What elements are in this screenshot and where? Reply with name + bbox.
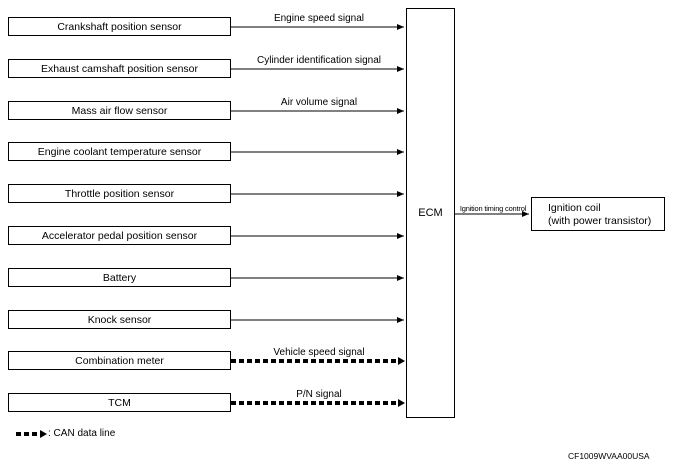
signal-label: Cylinder identification signal: [257, 55, 381, 66]
can-legend-arrowhead: [40, 430, 47, 438]
sensor-label: TCM: [108, 396, 131, 409]
sensor-box: Battery: [8, 268, 231, 287]
sensor-box: Throttle position sensor: [8, 184, 231, 203]
sensor-label: Throttle position sensor: [64, 187, 175, 200]
sensor-label: Combination meter: [75, 354, 164, 367]
sensor-box: TCM: [8, 393, 231, 412]
reference-code: CF1009WVAA00USA: [568, 451, 650, 461]
can-arrowhead: [398, 399, 405, 407]
sensor-box: Accelerator pedal position sensor: [8, 226, 231, 245]
sensor-label: Battery: [102, 271, 137, 284]
sensor-box: Mass air flow sensor: [8, 101, 231, 120]
sensor-box: Knock sensor: [8, 310, 231, 329]
ignition-coil-label: Ignition coil: [548, 202, 601, 214]
sensor-label: Knock sensor: [87, 313, 152, 326]
signal-label: Air volume signal: [280, 97, 358, 108]
can-legend-label: : CAN data line: [48, 428, 116, 439]
ignition-coil-box: Ignition coil (with power transistor): [531, 197, 665, 231]
sensor-box: Combination meter: [8, 351, 231, 370]
sensor-label: Engine coolant temperature sensor: [37, 145, 202, 158]
power-transistor-label: (with power transistor): [548, 215, 652, 227]
sensor-box: Exhaust camshaft position sensor: [8, 59, 231, 78]
sensor-label: Crankshaft position sensor: [57, 20, 182, 33]
sensor-label: Mass air flow sensor: [71, 104, 168, 117]
signal-label: Engine speed signal: [273, 13, 365, 24]
sensor-box: Crankshaft position sensor: [8, 17, 231, 36]
signal-label: Vehicle speed signal: [273, 347, 365, 358]
ecm-box: ECM: [406, 8, 455, 418]
ignition-timing-control-label: Ignition timing control: [459, 204, 527, 213]
sensor-box: Engine coolant temperature sensor: [8, 142, 231, 161]
ecm-label: ECM: [418, 207, 443, 219]
signal-label: P/N signal: [296, 389, 342, 400]
sensor-label: Exhaust camshaft position sensor: [41, 62, 198, 75]
can-arrowhead: [398, 357, 405, 365]
sensor-label: Accelerator pedal position sensor: [41, 229, 198, 242]
